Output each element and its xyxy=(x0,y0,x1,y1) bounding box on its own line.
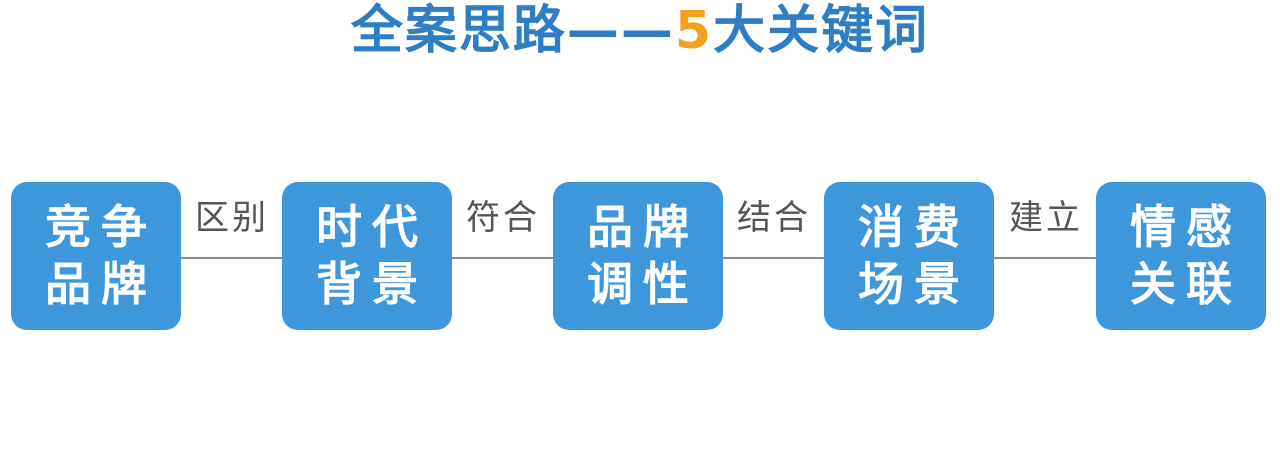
keyword-box-brand-tone: 品牌 调性 xyxy=(553,182,723,330)
keyword-box-line: 品牌 xyxy=(45,257,157,311)
connector-label-combine: 结合 xyxy=(724,199,824,238)
title-number: 5 xyxy=(674,1,714,61)
keyword-box-consumption-scene: 消费 场景 xyxy=(824,182,994,330)
keyword-box-competitor-brand: 竞争 品牌 xyxy=(11,182,181,330)
keyword-box-emotional-connection: 情感 关联 xyxy=(1096,182,1266,330)
keyword-box-line: 消费 xyxy=(858,199,970,254)
keyword-box-line: 情感 xyxy=(1130,199,1242,254)
title-suffix: 大关键词 xyxy=(713,1,930,61)
title-prefix: 全案思路—— xyxy=(350,1,675,61)
connector-label-establish: 建立 xyxy=(996,199,1096,238)
keyword-box-era-background: 时代 背景 xyxy=(282,182,452,330)
keyword-box-line: 场景 xyxy=(858,257,970,311)
keyword-box-line: 背景 xyxy=(316,257,428,311)
keyword-box-line: 竞争 xyxy=(45,199,157,254)
connector-label-conform: 符合 xyxy=(453,199,553,238)
connector-label-distinguish: 区别 xyxy=(182,199,282,238)
keyword-box-line: 品牌 xyxy=(587,199,699,254)
keyword-box-line: 关联 xyxy=(1130,257,1242,311)
keyword-box-line: 调性 xyxy=(587,257,699,311)
keyword-box-line: 时代 xyxy=(316,199,428,254)
